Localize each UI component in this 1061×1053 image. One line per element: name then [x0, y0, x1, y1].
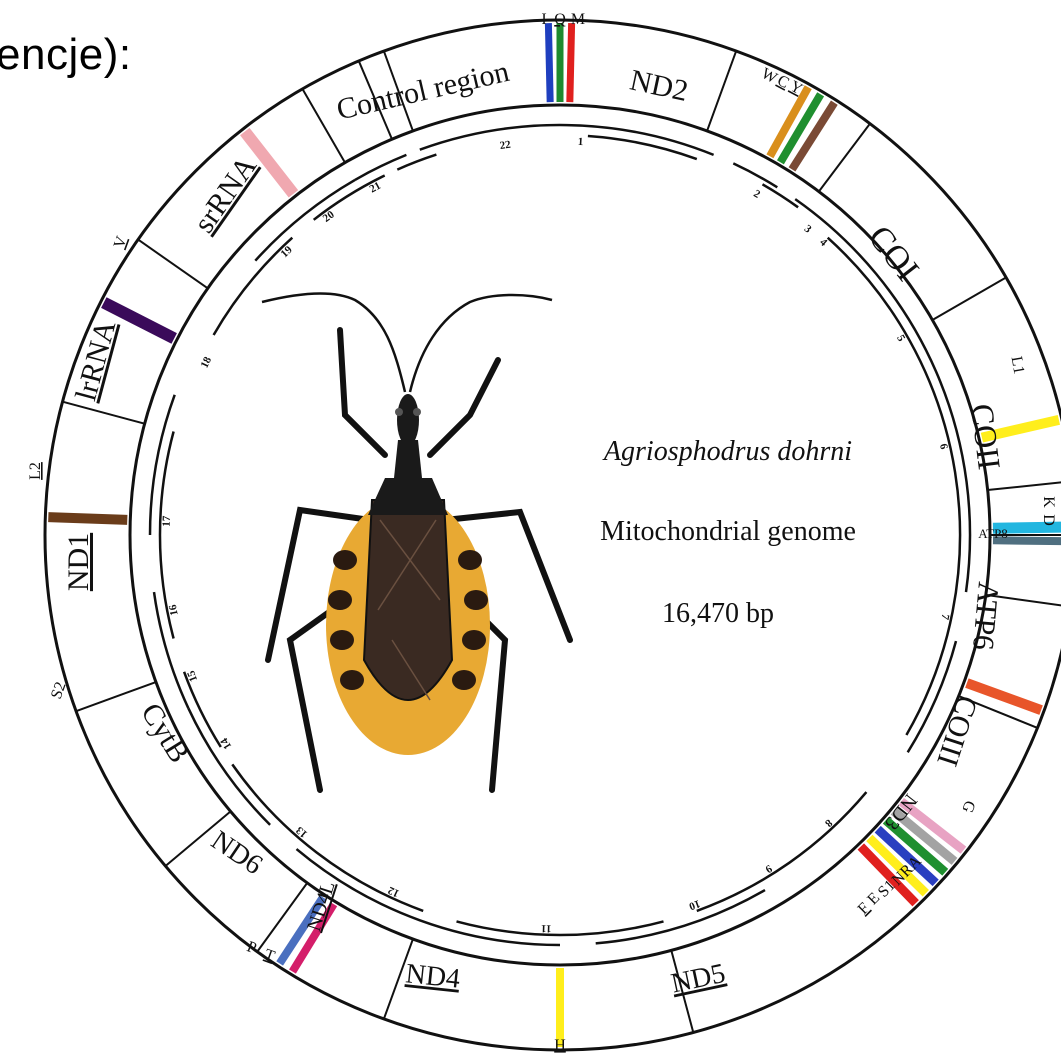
antenna-right [410, 295, 552, 392]
strand-number: 15 [185, 668, 200, 683]
strand-number: 19 [279, 243, 296, 260]
segment-boundary [707, 51, 736, 131]
trna-label-p: P [244, 938, 258, 957]
strand-arc [457, 921, 664, 935]
region-label-nd2: ND2 [627, 64, 691, 108]
region-label-nd1: ND1 [62, 533, 95, 591]
genome-length: 16,470 bp [662, 598, 774, 629]
region-nd2: ND2 [627, 64, 691, 108]
strand-number: 5 [894, 333, 907, 344]
region-label-lrrna: lrRNA [69, 317, 122, 405]
genome-subtitle: Mitochondrial genome [600, 516, 856, 547]
trna-band-m [570, 23, 572, 102]
region-nd4: ND4 [404, 958, 461, 995]
region-label-atp6: ATP6 [966, 580, 1005, 651]
trna-band-s2 [48, 517, 127, 520]
strand-arc [763, 184, 799, 207]
strand-arc [188, 708, 270, 825]
trna-label-i: I [541, 11, 546, 28]
strand-number: 10 [687, 897, 702, 912]
region-label-coiii: COIII [930, 692, 984, 770]
trna-label-g: G [958, 798, 978, 815]
segment-boundary [63, 402, 145, 424]
strand-number: 17 [161, 515, 173, 527]
trna-label-k: K [1040, 496, 1057, 508]
antenna-left [262, 294, 405, 392]
strand-number: 20 [321, 208, 337, 224]
region-cytb: CytB [134, 697, 196, 768]
strand-arc [588, 136, 697, 159]
strand-arc [596, 890, 765, 943]
region-lrrna: lrRNA [69, 317, 122, 405]
strand-number: 22 [499, 139, 512, 152]
strand-number: 18 [199, 354, 215, 370]
trna-label-m: M [571, 11, 585, 28]
strand-number: 6 [937, 442, 950, 451]
leg-front-right [430, 360, 498, 455]
region-nd6: ND6 [206, 825, 268, 881]
strand-arc [733, 163, 777, 187]
strand-number: 1 [578, 136, 584, 148]
strand-number: 7 [938, 613, 951, 621]
segment-boundary [988, 481, 1061, 490]
trna-label-d: D [1040, 514, 1057, 526]
strand-arc [697, 792, 867, 911]
region-atp6: ATP6 [966, 580, 1005, 651]
leg-front-left [340, 330, 385, 455]
trna-label-l2: L2 [27, 462, 44, 480]
region-atp8: ATP8 [978, 526, 1008, 541]
strand-number: 14 [218, 735, 234, 751]
strand-number: 9 [763, 862, 774, 875]
region-label-coii: COII [964, 402, 1008, 472]
strand-arc [150, 395, 175, 535]
region-label-nd5: ND5 [668, 958, 728, 1000]
strand-arc [828, 238, 960, 735]
strand-number: 16 [167, 603, 181, 617]
trna-label-v: V [111, 234, 131, 251]
head [397, 394, 419, 446]
trna-bands [48, 23, 1061, 1047]
region-label-srrna: srRNA [187, 150, 263, 239]
trna-label-h: H [554, 1037, 566, 1053]
region-srrna: srRNA [187, 150, 263, 239]
region-label-nd4: ND4 [404, 958, 461, 995]
segment-boundary [76, 682, 156, 711]
region-label-nd6: ND6 [206, 825, 268, 881]
species-name: Agriosphodrus dohrni [602, 436, 852, 467]
strand-number: 4 [817, 236, 829, 249]
region-label-coi: COI [861, 219, 926, 288]
strand-number: 8 [822, 817, 835, 830]
trna-label-q: Q [554, 11, 566, 28]
strand-arc [297, 849, 561, 945]
region-nd5: ND5 [668, 958, 728, 1000]
segment-boundary [138, 240, 208, 289]
inner-ring [130, 105, 990, 965]
strand-arc [255, 180, 355, 261]
region-coiii: COIII [930, 692, 984, 770]
strand-number: 11 [541, 922, 552, 934]
trna-labels: IQMWCYL1KDGARNS1EFHTPS2L2V [27, 11, 1057, 1053]
trna-label-l1: L1 [1008, 355, 1028, 375]
wings [364, 500, 452, 700]
strand-number: 3 [802, 223, 814, 236]
region-label-atp8: ATP8 [978, 526, 1008, 541]
region-label-cytb: CytB [134, 697, 196, 768]
pronotum [368, 478, 448, 515]
segment-boundary [819, 124, 870, 192]
region-nd1: ND1 [62, 533, 95, 591]
region-coi: COI [861, 219, 926, 288]
segment-boundary [257, 883, 307, 952]
strand-number: 2 [751, 188, 762, 201]
region-coii: COII [964, 402, 1008, 472]
trna-band-i [548, 23, 550, 102]
assassin-bug-illustration [262, 294, 570, 790]
segment-boundary [932, 278, 1006, 321]
strand-number: 13 [293, 823, 310, 840]
